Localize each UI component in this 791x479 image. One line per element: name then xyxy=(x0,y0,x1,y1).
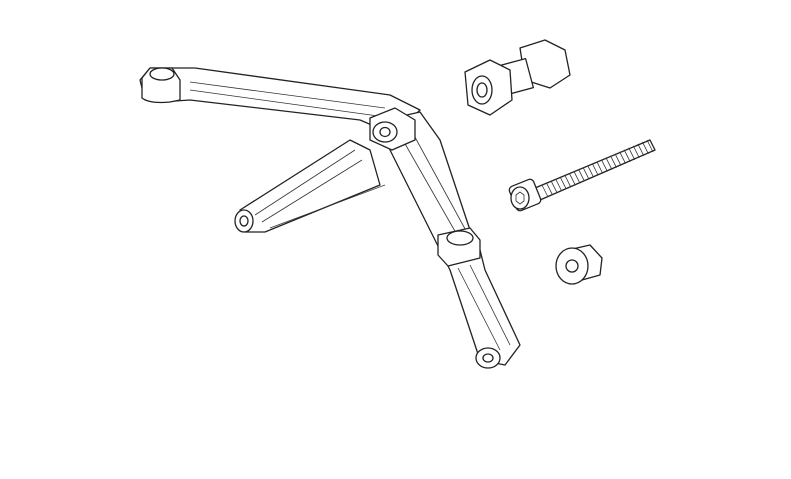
screw-thread xyxy=(596,161,604,174)
screw-thread xyxy=(582,167,590,180)
screw-thread xyxy=(610,155,617,168)
hex-coupling-nut xyxy=(464,39,571,116)
screw-thread xyxy=(628,147,636,161)
screw-thread xyxy=(559,176,567,190)
screw-thread xyxy=(600,159,608,172)
screw-thread xyxy=(637,143,645,157)
screw-thread xyxy=(614,153,622,166)
screw-thread xyxy=(623,149,631,162)
screw-thread xyxy=(605,157,613,170)
screw-thread xyxy=(646,139,654,153)
screw-thread xyxy=(591,163,599,176)
screw-thread xyxy=(632,145,640,159)
screw-thread xyxy=(578,169,585,182)
screw-thread xyxy=(541,184,549,198)
screw-thread xyxy=(573,171,581,184)
screw-thread xyxy=(546,182,553,196)
bracket xyxy=(139,67,521,369)
screw-thread xyxy=(587,165,595,178)
cap-screw xyxy=(508,139,656,212)
screw-thread xyxy=(642,141,649,155)
screw-thread xyxy=(555,178,563,192)
screw-thread xyxy=(569,173,576,186)
flanged-nut xyxy=(555,244,603,285)
screw-thread xyxy=(564,175,572,188)
screw-thread xyxy=(619,151,626,164)
screw-thread xyxy=(550,180,558,194)
